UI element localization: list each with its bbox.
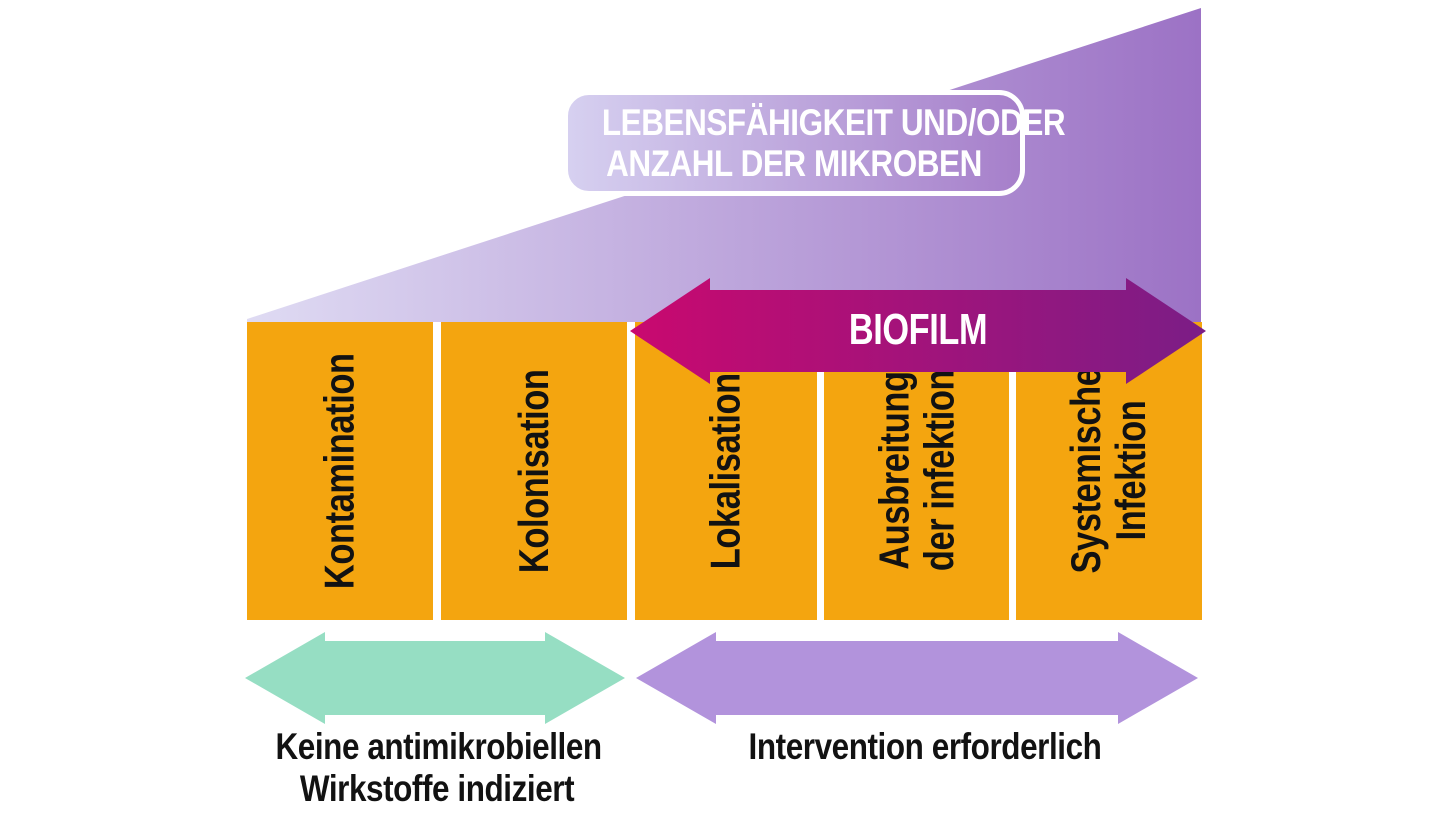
no-antimicrobials-label-line1: Keine antimikrobiellen [275,726,603,767]
no-antimicrobials-label-line2: Wirkstoffe indiziert [299,768,575,810]
biofilm-arrow-shape [630,278,1206,384]
no-antimicrobials-label: Keine antimikrobiellen Wirkstoffe indizi… [275,726,603,810]
stage-bar-kolonisation: Kolonisation [441,322,627,620]
no-antimicrobials-arrow [245,632,625,724]
viability-title-box: LEBENSFÄHIGKEIT UND/ODER ANZAHL DER MIKR… [563,90,1066,196]
intervention-label-line1: Intervention erforderlich [748,726,1102,767]
intervention-arrow [636,632,1198,724]
viability-title-line2: ANZAHL DER MIKROBEN [606,143,982,184]
intervention-label: Intervention erforderlich [696,726,1155,768]
stage-bar-kontamination: Kontamination [247,322,433,620]
viability-title-line1: LEBENSFÄHIGKEIT UND/ODER [601,101,1066,143]
viability-title-text: LEBENSFÄHIGKEIT UND/ODER ANZAHL DER MIKR… [601,101,1066,185]
biofilm-label: BIOFILM [848,305,988,354]
